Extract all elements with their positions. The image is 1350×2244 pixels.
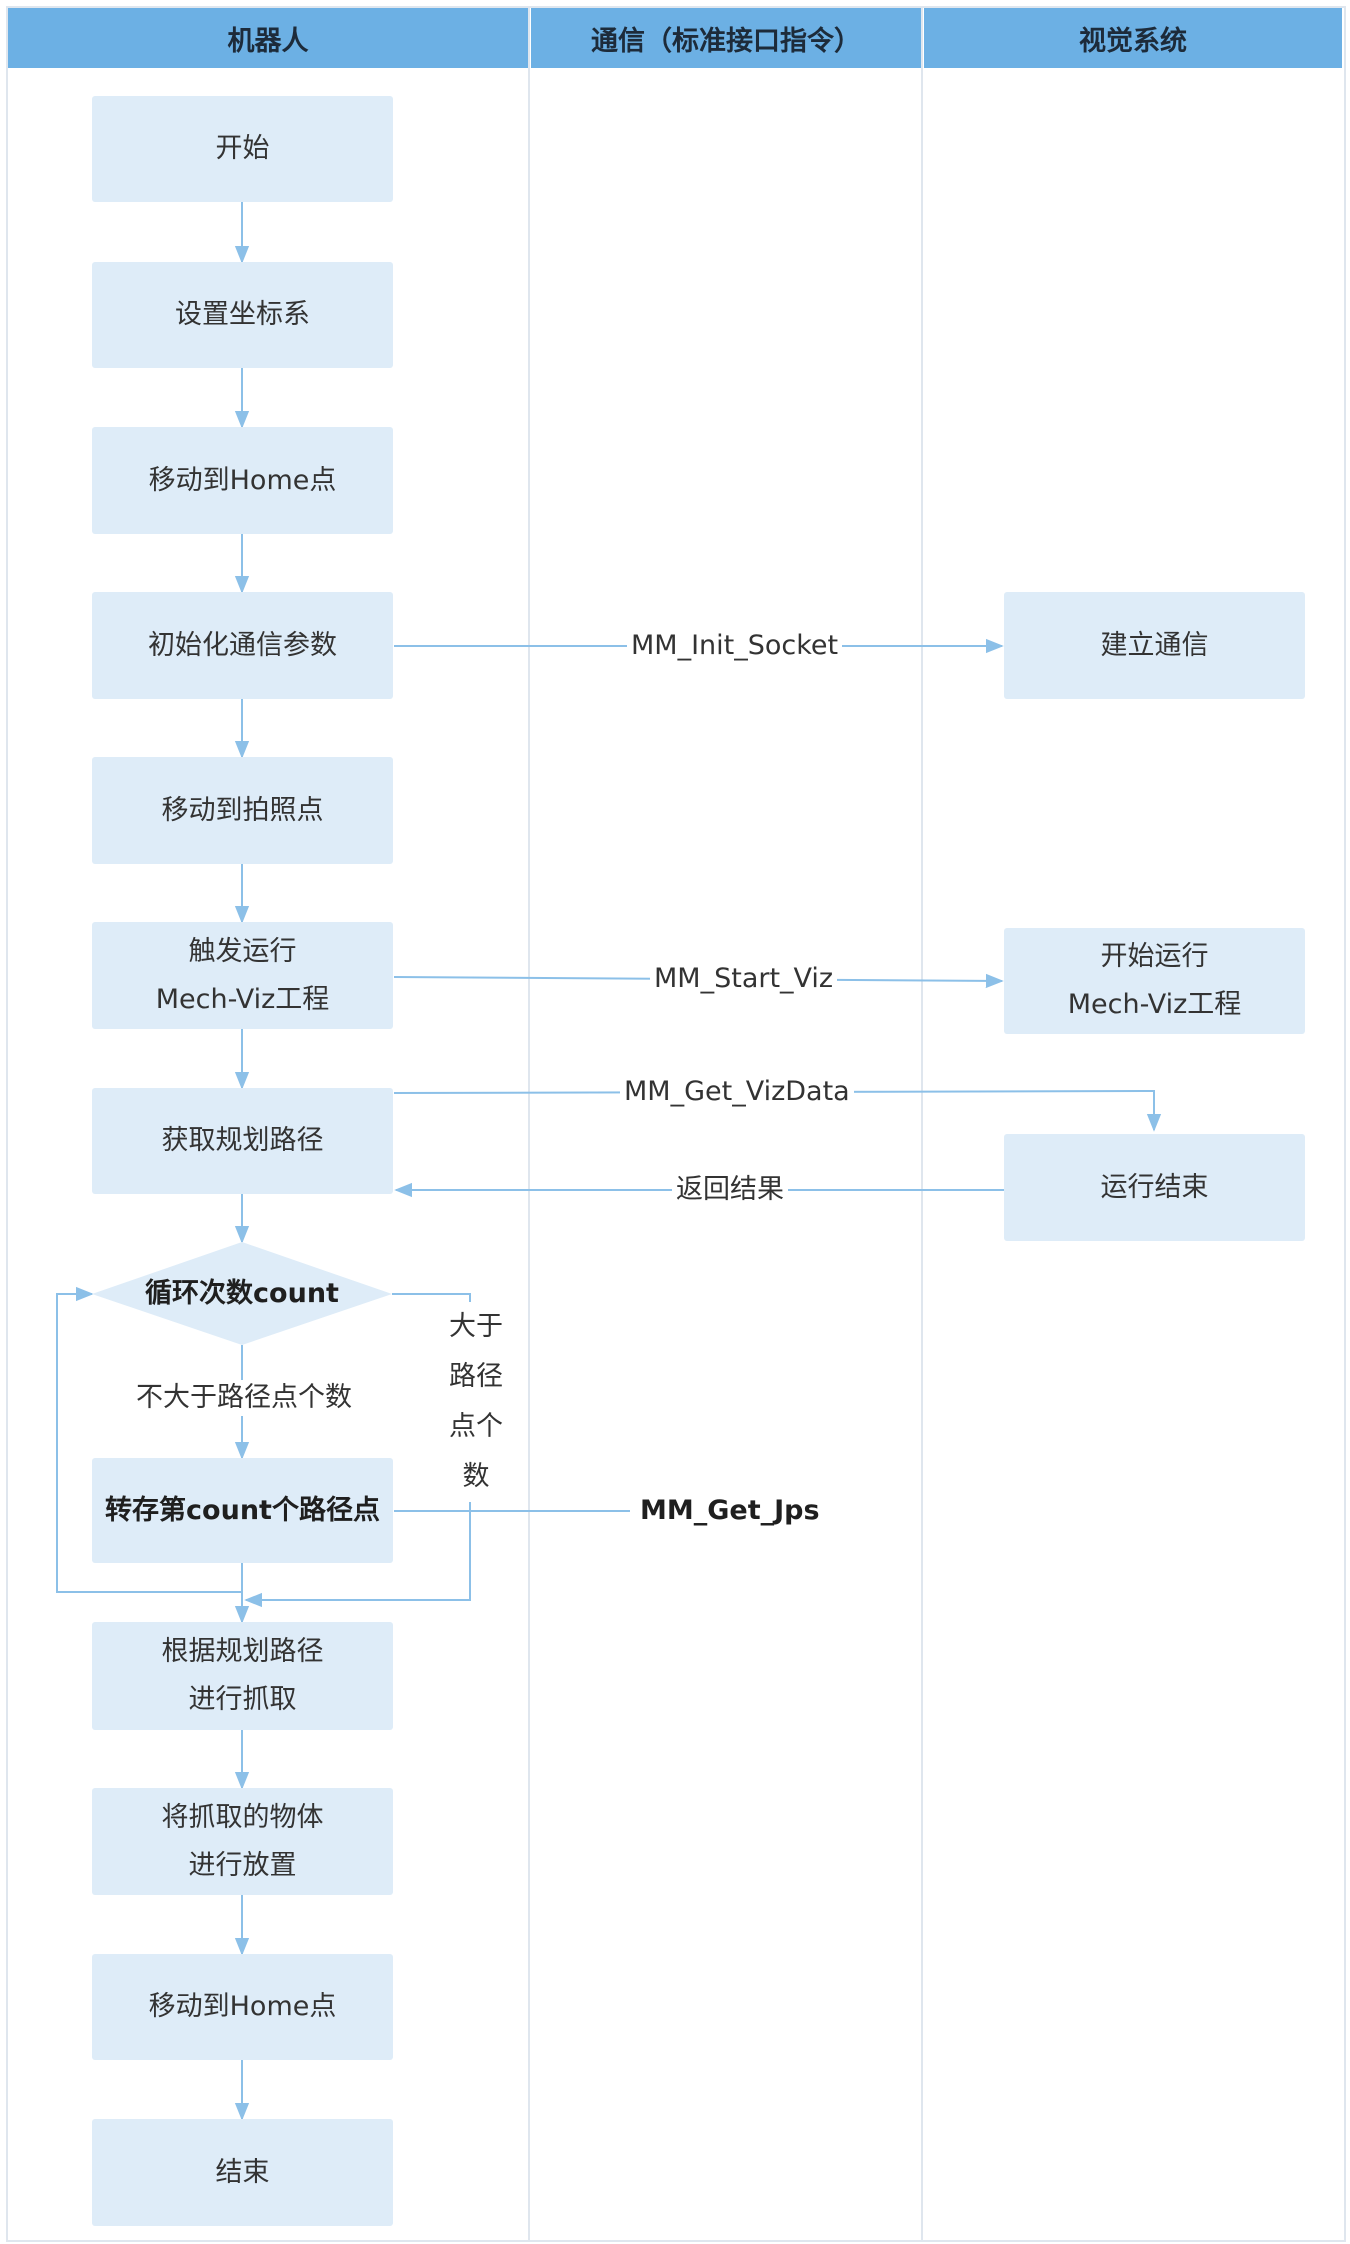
lane-divider (528, 8, 530, 2240)
step-place-object: 将抓取的物体 进行放置 (92, 1788, 393, 1895)
diagram-frame (6, 6, 1346, 2242)
arrow-loop-back (56, 1286, 243, 1593)
branch-greater-label: 大于 路径 点个 数 (446, 1302, 506, 1502)
step-grab-by-path: 根据规划路径 进行抓取 (92, 1622, 393, 1730)
vision-start-mech-viz: 开始运行 Mech-Viz工程 (1004, 928, 1305, 1034)
loop-decision-label: 循环次数count (145, 1278, 339, 1309)
vision-run-end: 运行结束 (1004, 1134, 1305, 1241)
step-get-planned-path: 获取规划路径 (92, 1088, 393, 1194)
step-set-coordinate-system: 设置坐标系 (92, 262, 393, 368)
msg-get-jps: MM_Get_Jps (636, 1493, 824, 1529)
msg-get-vizdata: MM_Get_VizData (620, 1074, 854, 1110)
step-store-path-point: 转存第count个路径点 (92, 1458, 393, 1563)
step-move-home: 移动到Home点 (92, 427, 393, 534)
step-move-home-2: 移动到Home点 (92, 1954, 393, 2060)
lane-divider (921, 8, 923, 2240)
step-trigger-mech-viz: 触发运行 Mech-Viz工程 (92, 922, 393, 1029)
lane-header-vision: 视觉系统 (924, 8, 1342, 68)
lane-header-robot: 机器人 (8, 8, 528, 68)
branch-not-greater-label: 不大于路径点个数 (132, 1380, 356, 1416)
msg-init-socket: MM_Init_Socket (627, 628, 843, 664)
msg-return-result: 返回结果 (672, 1172, 788, 1208)
lane-header-comm: 通信（标准接口指令） (531, 8, 921, 68)
vision-connect: 建立通信 (1004, 592, 1305, 699)
step-start: 开始 (92, 96, 393, 202)
loop-decision-diamond (92, 1242, 392, 1345)
step-end: 结束 (92, 2119, 393, 2226)
step-move-photo-point: 移动到拍照点 (92, 757, 393, 864)
step-init-comm-params: 初始化通信参数 (92, 592, 393, 699)
msg-start-viz: MM_Start_Viz (650, 961, 838, 997)
